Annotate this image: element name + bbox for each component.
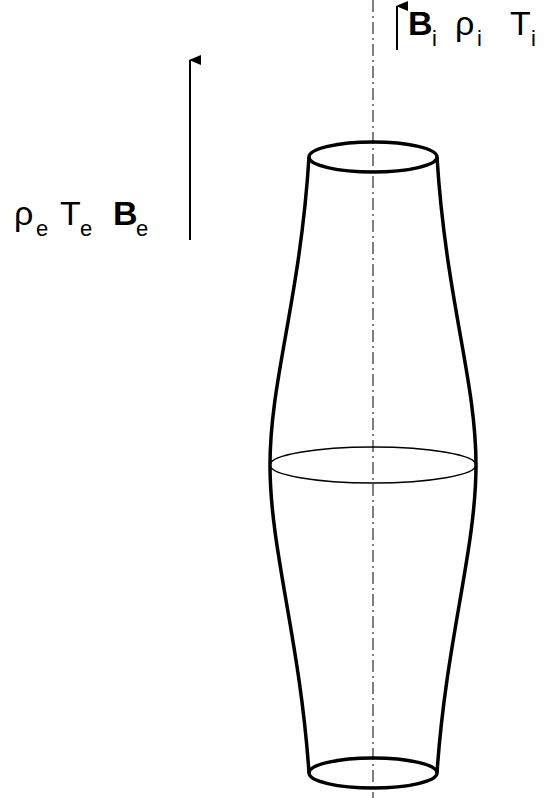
symbol-label: T — [510, 6, 531, 40]
top-cross-section — [309, 142, 437, 172]
internal-field-arrow — [396, 6, 398, 50]
subscript-label: e — [136, 218, 148, 240]
subscript-label: e — [80, 218, 92, 240]
tube-wall-left — [270, 157, 309, 773]
symbol-label: ρ — [455, 6, 474, 40]
subscript-label: e — [36, 218, 48, 240]
subscript-label: i — [531, 28, 536, 50]
symbol-label: T — [60, 196, 81, 230]
subscript-label: i — [477, 28, 482, 50]
external-field-arrow — [189, 60, 191, 240]
symmetry-axis — [373, 0, 374, 798]
middle-cross-section — [270, 447, 476, 483]
tube-wall-right — [437, 157, 476, 773]
symbol-label: ρ — [14, 196, 33, 230]
symbol-label: B — [113, 196, 138, 230]
bottom-cross-section — [309, 758, 437, 788]
subscript-label: i — [432, 28, 437, 50]
symbol-label: B — [408, 6, 433, 40]
